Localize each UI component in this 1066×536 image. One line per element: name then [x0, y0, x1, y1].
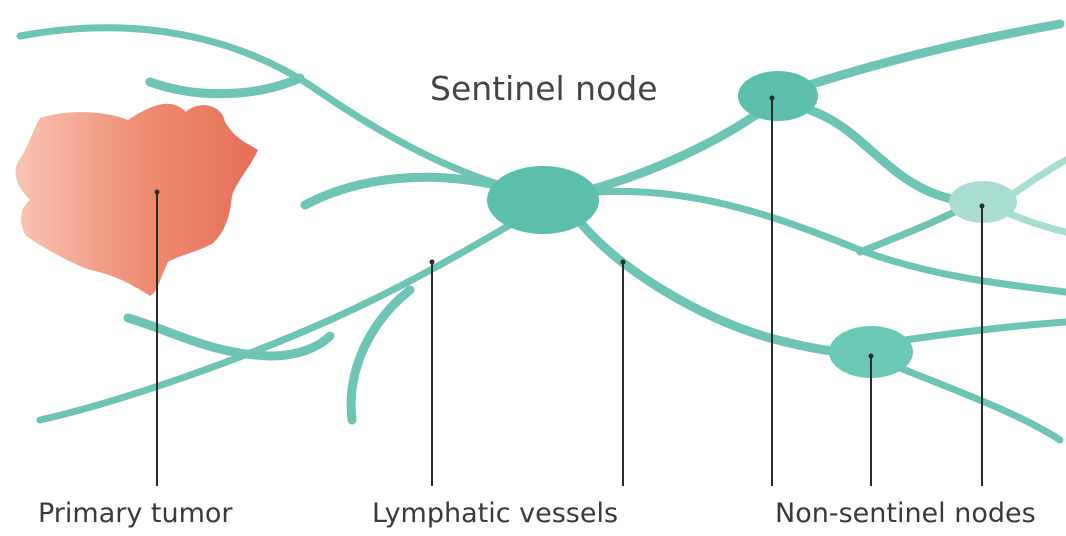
leader-dot-tumor	[155, 190, 160, 195]
leader-dot-node-lower	[869, 354, 874, 359]
sentinel-node	[487, 166, 599, 234]
vessel-faint-node-up	[1010, 160, 1066, 196]
leader-dot-vessel-1	[430, 260, 435, 265]
vessel-mid-left	[305, 177, 500, 205]
vessel-lower-node-down	[900, 368, 1060, 440]
vessel-faint-node-out	[1010, 214, 1066, 232]
vessel-faint-node-in	[860, 208, 962, 252]
vessel-lower-node-right	[905, 322, 1066, 340]
vessel-upper-node-down	[810, 110, 975, 202]
lymphatic-vessels-label: Lymphatic vessels	[372, 500, 618, 527]
vessel-to-lower-node	[580, 222, 840, 352]
primary-tumor-shape	[16, 104, 258, 296]
non-sentinel-node-upper	[738, 71, 818, 121]
leader-dot-vessel-2	[621, 260, 626, 265]
vessel-upper-branch	[150, 78, 300, 94]
leader-lines	[157, 98, 982, 486]
vessel-lower-branch	[128, 318, 330, 356]
vessel-to-upper-node	[590, 112, 760, 190]
vessel-upper-node-out	[800, 24, 1060, 88]
primary-tumor-label: Primary tumor	[38, 500, 233, 527]
leader-dot-node-faint	[980, 204, 985, 209]
sentinel-node-label: Sentinel node	[430, 72, 658, 105]
leader-dot-node-upper	[770, 96, 775, 101]
non-sentinel-nodes-label: Non-sentinel nodes	[775, 500, 1036, 527]
